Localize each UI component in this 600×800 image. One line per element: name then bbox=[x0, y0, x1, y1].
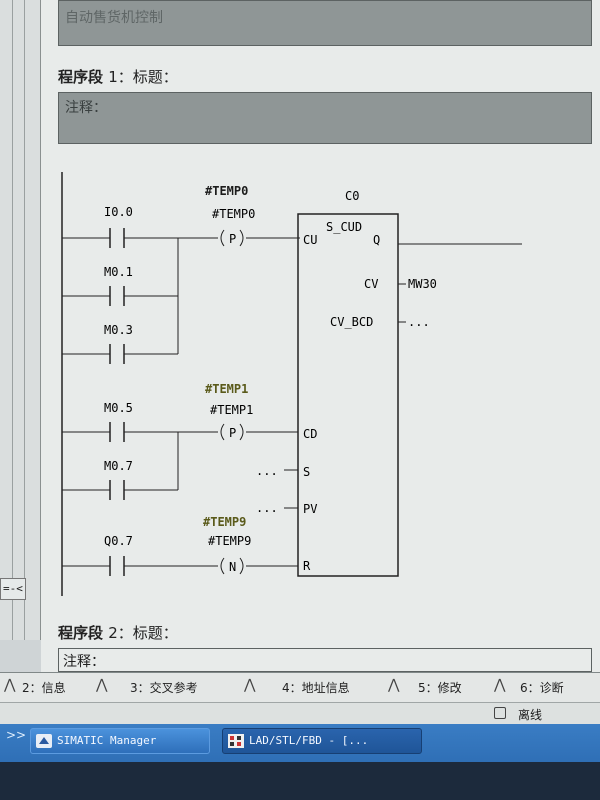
coil-type: N bbox=[229, 560, 236, 574]
tab-separator: ⋀ bbox=[494, 677, 506, 693]
contact-address: I0.0 bbox=[104, 205, 133, 219]
block-title-text: 自动售货机控制 bbox=[65, 10, 163, 26]
contact-i0-0[interactable]: I0.0 bbox=[62, 205, 218, 248]
offline-icon bbox=[494, 707, 506, 719]
taskbar-simatic-manager[interactable]: SIMATIC Manager bbox=[30, 728, 210, 754]
windows-taskbar: >> SIMATIC Manager LAD/STL/FBD - [... bbox=[0, 724, 600, 800]
pin-q: Q bbox=[373, 233, 380, 247]
coil-type: P bbox=[229, 426, 236, 440]
pin-s: S bbox=[303, 465, 310, 479]
contact-m0-5[interactable]: M0.5 bbox=[62, 401, 218, 442]
block-title-field[interactable]: 自动售货机控制 bbox=[58, 0, 592, 46]
network-title-label: ：标题： bbox=[117, 68, 178, 86]
pin-cd: CD bbox=[303, 427, 317, 441]
cv-bcd-operand[interactable]: ... bbox=[408, 315, 430, 329]
status-bar: 离线 bbox=[0, 702, 600, 725]
counter-type: S_CUD bbox=[326, 220, 362, 234]
contact-address: M0.7 bbox=[104, 459, 133, 473]
tab-separator: ⋀ bbox=[4, 677, 16, 693]
network-2-comment-field[interactable]: 注释： bbox=[58, 648, 592, 672]
pv-operand[interactable]: ... bbox=[256, 501, 278, 515]
collapsed-panel-tab[interactable]: =-< bbox=[0, 578, 26, 600]
coil-operand: #TEMP9 bbox=[208, 534, 251, 548]
s-operand[interactable]: ... bbox=[256, 464, 278, 478]
coil-operand: #TEMP1 bbox=[210, 403, 253, 417]
counter-name: C0 bbox=[345, 189, 359, 203]
cv-operand[interactable]: MW30 bbox=[408, 277, 437, 291]
tab-separator: ⋀ bbox=[96, 677, 108, 693]
taskbar-item-label: SIMATIC Manager bbox=[57, 734, 157, 747]
panel-divider bbox=[12, 0, 13, 640]
network-1-comment-field[interactable]: 注释： bbox=[58, 92, 592, 144]
positive-edge-coil-2[interactable]: #TEMP1 #TEMP1 P bbox=[205, 382, 298, 441]
output-tabs: ⋀ 2：信息 ⋀ 3：交叉参考 ⋀ 4：地址信息 ⋀ 5：修改 ⋀ 6：诊断 bbox=[0, 672, 600, 703]
contact-m0-3[interactable]: M0.3 bbox=[62, 323, 178, 364]
pin-cu: CU bbox=[303, 233, 317, 247]
connection-status: 离线 bbox=[518, 708, 543, 722]
tab-cross-reference[interactable]: 3：交叉参考 bbox=[130, 681, 198, 695]
contact-address: M0.5 bbox=[104, 401, 133, 415]
network-2-heading: 程序段 2：标题： bbox=[58, 622, 178, 643]
tab-diagnostics[interactable]: 6：诊断 bbox=[520, 681, 564, 695]
coil-label-top: #TEMP9 bbox=[203, 515, 246, 529]
tab-separator: ⋀ bbox=[388, 677, 400, 693]
contact-m0-1[interactable]: M0.1 bbox=[62, 265, 178, 306]
tab-info[interactable]: 2：信息 bbox=[22, 681, 66, 695]
network-1-heading: 程序段 1：标题： bbox=[58, 66, 178, 87]
comment-label: 注释： bbox=[65, 100, 107, 116]
network-number: 2 bbox=[108, 624, 118, 642]
taskbar-item-label: LAD/STL/FBD - [... bbox=[249, 734, 369, 747]
contact-address: M0.3 bbox=[104, 323, 133, 337]
desktop-below-taskbar bbox=[0, 762, 600, 800]
left-panel: =-< bbox=[0, 0, 41, 640]
taskbar-expand-icon[interactable]: >> bbox=[6, 728, 27, 742]
pin-pv: PV bbox=[303, 502, 317, 516]
panel-divider bbox=[24, 0, 25, 640]
taskbar-lad-editor[interactable]: LAD/STL/FBD - [... bbox=[222, 728, 422, 754]
positive-edge-coil-1[interactable]: #TEMP0 #TEMP0 P bbox=[205, 184, 300, 247]
counter-block[interactable]: C0 S_CUD CU Q CV CV_BCD CD S PV R bbox=[297, 189, 399, 577]
tab-address-info[interactable]: 4：地址信息 bbox=[282, 681, 350, 695]
contact-q0-7[interactable]: Q0.7 bbox=[62, 534, 218, 576]
comment-label: 注释： bbox=[63, 654, 105, 670]
network-heading-label: 程序段 bbox=[58, 624, 104, 642]
contact-address: Q0.7 bbox=[104, 534, 133, 548]
network-number: 1 bbox=[108, 68, 118, 86]
simatic-icon bbox=[36, 734, 52, 748]
negative-edge-coil[interactable]: #TEMP9 #TEMP9 N bbox=[203, 515, 298, 575]
pin-r: R bbox=[303, 559, 311, 573]
tab-separator: ⋀ bbox=[244, 677, 256, 693]
contact-m0-7[interactable]: M0.7 bbox=[62, 459, 178, 500]
coil-label-top: #TEMP0 bbox=[205, 184, 248, 198]
pin-cv: CV bbox=[364, 277, 378, 291]
network-heading-label: 程序段 bbox=[58, 68, 104, 86]
coil-type: P bbox=[229, 232, 236, 246]
ladder-diagram[interactable]: I0.0 M0.1 M0.3 #TEMP0 #TEMP0 bbox=[0, 0, 600, 672]
contact-address: M0.1 bbox=[104, 265, 133, 279]
lad-editor[interactable]: 自动售货机控制 程序段 1：标题： 注释： 程序段 2：标题： 注释： bbox=[41, 0, 600, 672]
tab-modify[interactable]: 5：修改 bbox=[418, 681, 462, 695]
lad-editor-icon bbox=[228, 734, 244, 748]
network-title-label: ：标题： bbox=[117, 624, 178, 642]
coil-label-top: #TEMP1 bbox=[205, 382, 248, 396]
pin-cv-bcd: CV_BCD bbox=[330, 315, 373, 329]
coil-operand: #TEMP0 bbox=[212, 207, 255, 221]
